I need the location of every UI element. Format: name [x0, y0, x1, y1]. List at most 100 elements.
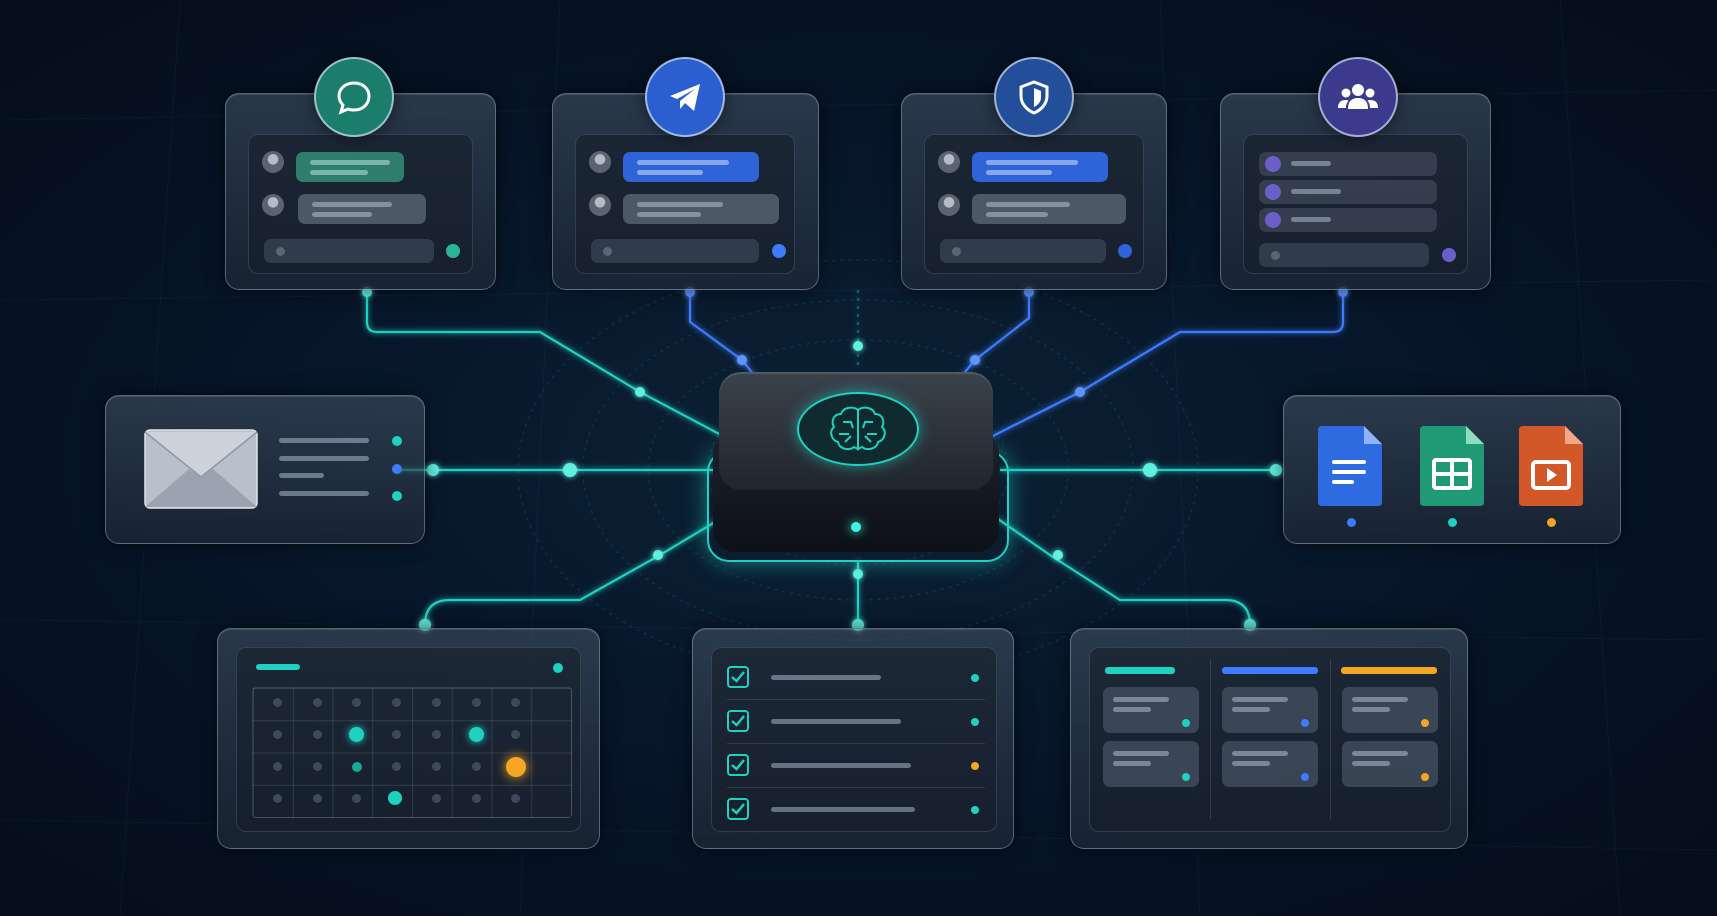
task-status-dot	[971, 806, 979, 814]
list-item-label	[1291, 217, 1331, 222]
kanban-column-header	[1105, 667, 1175, 674]
calendar-day[interactable]	[511, 730, 520, 739]
kanban-frame	[1089, 647, 1451, 832]
card-line	[1232, 751, 1288, 756]
message-line	[312, 202, 392, 207]
message-input[interactable]	[264, 239, 434, 263]
calendar-day[interactable]	[313, 698, 322, 707]
task-divider	[727, 743, 985, 744]
secure-channel-panel[interactable]	[901, 93, 1167, 290]
shield-icon	[994, 57, 1074, 137]
calendar-event[interactable]	[352, 762, 362, 772]
message-input[interactable]	[1259, 243, 1429, 267]
ai-hub-device[interactable]	[707, 372, 1009, 568]
calendar-day[interactable]	[273, 730, 282, 739]
member-avatar	[1265, 156, 1281, 172]
send-button[interactable]	[1442, 248, 1456, 262]
calendar-day[interactable]	[313, 730, 322, 739]
card-status-dot	[1182, 773, 1190, 781]
calendar-panel[interactable]	[217, 628, 600, 849]
calendar-event[interactable]	[388, 791, 402, 805]
calendar-day[interactable]	[432, 698, 441, 707]
email-line	[279, 438, 369, 443]
avatar	[938, 194, 960, 216]
docs-panel[interactable]	[1283, 395, 1621, 544]
calendar-day[interactable]	[352, 698, 361, 707]
member-avatar	[1265, 212, 1281, 228]
card-line	[1352, 707, 1390, 712]
avatar	[589, 194, 611, 216]
list-item-label	[1291, 189, 1341, 194]
message-input[interactable]	[591, 239, 759, 263]
card-line	[1113, 761, 1151, 766]
kanban-board-panel[interactable]	[1070, 628, 1468, 849]
calendar-day[interactable]	[432, 762, 441, 771]
email-line	[279, 456, 369, 461]
kanban-column-divider	[1330, 659, 1331, 819]
calendar-day[interactable]	[472, 794, 481, 803]
task-checklist-panel[interactable]	[692, 628, 1014, 849]
calendar-event[interactable]	[469, 727, 484, 742]
calendar-day[interactable]	[392, 698, 401, 707]
calendar-day[interactable]	[432, 730, 441, 739]
task-divider	[727, 699, 985, 700]
message-line	[986, 212, 1048, 217]
avatar	[262, 194, 284, 216]
calendar-day[interactable]	[392, 730, 401, 739]
team-channel-panel[interactable]	[1220, 93, 1491, 290]
card-status-dot	[1421, 773, 1429, 781]
checkbox-icon[interactable]	[727, 710, 749, 732]
calendar-day[interactable]	[273, 762, 282, 771]
send-button[interactable]	[446, 244, 460, 258]
checklist-frame	[711, 647, 997, 832]
card-status-dot	[1421, 719, 1429, 727]
list-item[interactable]	[1259, 180, 1437, 204]
input-indicator	[603, 247, 612, 256]
message-line	[986, 202, 1070, 207]
status-dot	[1448, 518, 1457, 527]
document-icon[interactable]	[1316, 424, 1384, 508]
task-status-dot	[971, 762, 979, 770]
calendar-day[interactable]	[313, 794, 322, 803]
spreadsheet-icon[interactable]	[1418, 424, 1486, 508]
calendar-day[interactable]	[352, 794, 361, 803]
email-panel[interactable]	[105, 395, 425, 544]
card-line	[1113, 751, 1169, 756]
slides-icon[interactable]	[1517, 424, 1585, 508]
card-line	[1352, 751, 1408, 756]
message-bubble	[623, 152, 759, 182]
calendar-day[interactable]	[273, 794, 282, 803]
telegram-channel-panel[interactable]	[552, 93, 819, 290]
calendar-day[interactable]	[511, 698, 520, 707]
kanban-column-divider	[1210, 659, 1211, 819]
send-button[interactable]	[772, 244, 786, 258]
card-line	[1352, 697, 1408, 702]
chat-bubble-icon	[314, 57, 394, 137]
checkbox-icon[interactable]	[727, 754, 749, 776]
calendar-event[interactable]	[349, 727, 364, 742]
calendar-event-highlight[interactable]	[506, 757, 526, 777]
connector-kanban	[984, 509, 1252, 626]
calendar-day[interactable]	[392, 762, 401, 771]
message-line	[986, 160, 1078, 165]
message-input[interactable]	[940, 239, 1106, 263]
calendar-day[interactable]	[511, 794, 520, 803]
calendar-day[interactable]	[313, 762, 322, 771]
calendar-day[interactable]	[273, 698, 282, 707]
message-bubble	[623, 194, 779, 224]
list-item[interactable]	[1259, 208, 1437, 232]
kanban-column-header	[1222, 667, 1318, 674]
checkbox-icon[interactable]	[727, 798, 749, 820]
email-line	[279, 491, 369, 496]
task-status-dot	[971, 718, 979, 726]
checkbox-icon[interactable]	[727, 666, 749, 688]
list-item[interactable]	[1259, 152, 1437, 176]
calendar-day[interactable]	[472, 762, 481, 771]
email-line	[279, 473, 324, 478]
calendar-day[interactable]	[472, 698, 481, 707]
card-line	[1232, 707, 1270, 712]
send-button[interactable]	[1118, 244, 1132, 258]
avatar	[262, 151, 284, 173]
calendar-day[interactable]	[432, 794, 441, 803]
connector-chat	[365, 292, 741, 446]
